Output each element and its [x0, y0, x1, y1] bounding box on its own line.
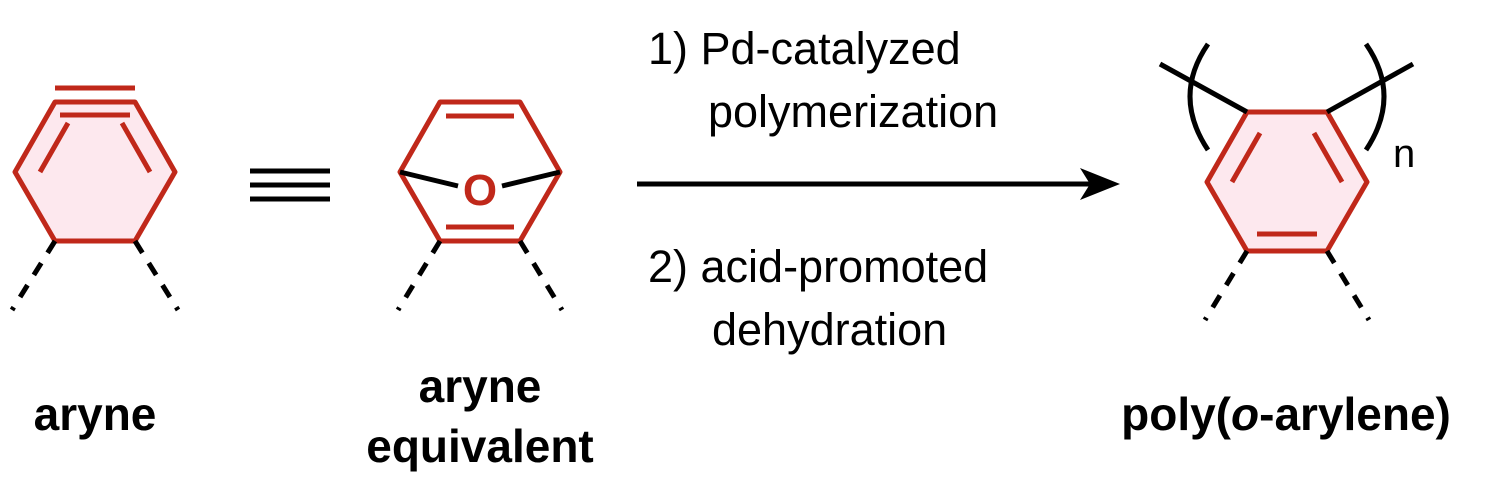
polymer-backbone-left — [1158, 61, 1249, 115]
aryne-label: aryne — [34, 388, 157, 440]
polymer-backbone-right — [1325, 61, 1415, 115]
step1-line2: polymerization — [708, 86, 998, 137]
polymer-bracket-left — [1187, 42, 1211, 152]
aryne-ring — [12, 99, 178, 244]
polymer-label-italic: o — [1231, 388, 1259, 440]
step2-line2: dehydration — [712, 304, 947, 355]
polymer-structure: n poly(o-arylene) — [1121, 42, 1451, 440]
equivalent-substituent-right — [517, 239, 565, 312]
arrow-head — [1080, 168, 1120, 200]
polymer-inner-bond-left — [1229, 131, 1263, 184]
polymer-label-prefix: poly( — [1121, 388, 1232, 440]
polymer-bracket-right — [1363, 42, 1387, 152]
reaction-arrow — [637, 168, 1120, 200]
polymer-inner-bond-right — [1311, 131, 1345, 184]
aryne-substituent-left — [9, 239, 58, 312]
oxygen-bridge-left — [399, 169, 459, 189]
polymer-substituent-left — [1202, 249, 1250, 322]
aryne-structure: aryne — [9, 85, 181, 440]
aryne-inner-bond-right — [119, 121, 153, 174]
aryne-equivalent-label-line2: equivalent — [366, 420, 594, 472]
polymer-substituent-right — [1324, 249, 1372, 322]
oxygen-atom: O — [463, 166, 497, 215]
aryne-equivalent-structure: O aryne equivalent — [366, 99, 594, 472]
aryne-substituent-right — [132, 239, 181, 312]
polymer-label: poly(o-arylene) — [1121, 388, 1451, 440]
aryne-inner-bond-left — [37, 121, 71, 174]
equivalent-substituent-left — [395, 239, 443, 312]
aryne-equivalent-label-line1: aryne — [419, 360, 542, 412]
oxygen-bridge-right — [501, 169, 561, 189]
polymer-subscript-n: n — [1393, 132, 1415, 176]
equivalence-sign — [250, 168, 330, 202]
polymer-label-suffix: -arylene) — [1259, 388, 1451, 440]
step2-line1: 2) acid-promoted — [648, 241, 988, 292]
polymer-ring — [1204, 109, 1370, 254]
step1-line1: 1) Pd-catalyzed — [648, 23, 961, 74]
